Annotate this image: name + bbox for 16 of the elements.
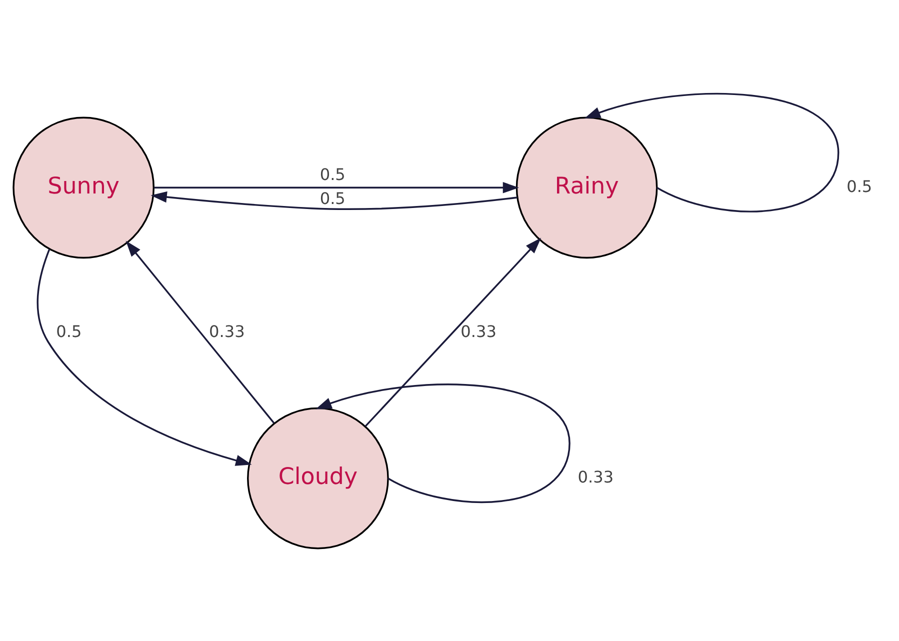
arrow <box>154 182 519 193</box>
arrow <box>364 237 542 426</box>
edge-label: 0.33 <box>460 322 496 341</box>
node-circle: Rainy <box>516 116 658 258</box>
edge-label: 0.33 <box>209 322 245 341</box>
arrow <box>36 248 252 466</box>
edge-label: 0.5 <box>320 188 346 208</box>
arrow <box>316 383 570 502</box>
node-circle: Cloudy <box>247 406 389 549</box>
edge-label: 0.5 <box>56 322 82 341</box>
arrow <box>584 92 840 212</box>
arrow <box>126 240 275 424</box>
edge-label: 0.5 <box>846 176 872 196</box>
edge-label: 0.5 <box>320 164 346 184</box>
edge-label: 0.33 <box>578 467 614 486</box>
arrow <box>150 190 518 210</box>
